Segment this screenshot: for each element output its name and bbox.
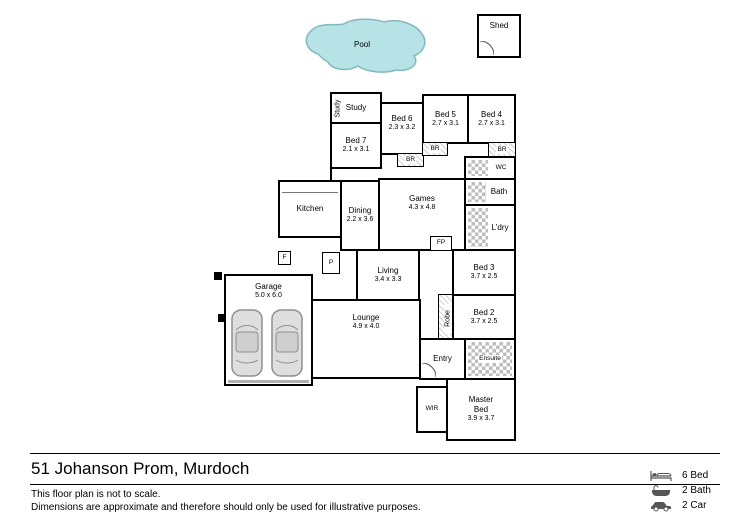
door-arc-icon [422,363,436,377]
robe-br-bed5: BR [422,142,448,156]
car-topview-icon [231,309,263,377]
room-dims: 3.7 x 2.5 [470,273,498,281]
laundry-tiles [468,208,488,247]
wc-tiles [468,160,488,176]
divider-top [30,453,720,454]
room-name: Bath [490,187,508,196]
room-kitchen: Kitchen [278,180,342,238]
fireplace-label: FP [436,239,446,247]
room-bed3: Bed 3 3.7 x 2.5 [452,249,516,296]
room-bed4: Bed 4 2.7 x 3.1 [467,94,516,144]
robe-label: BR [404,155,417,165]
room-dims: 2.7 x 3.1 [478,119,505,127]
pantry: P [322,252,340,274]
fridge-label: F [282,253,287,261]
car-topview-icon [271,309,303,377]
room-dims: 3.4 x 3.3 [374,275,402,283]
room-name: Bed 4 [481,109,502,119]
room-dims: 5.0 x 6.0 [255,292,282,299]
page-title: 51 Johanson Prom, Murdoch [31,459,250,478]
shed: Shed [477,14,521,58]
room-wc: WC [464,156,516,180]
room-entry: Entry [419,338,466,380]
room-name: Bed 7 [345,136,367,146]
room-garage: Garage 5.0 x 6.0 [224,274,313,386]
room-dims: 2.7 x 3.1 [432,119,459,127]
room-lounge: Lounge 4.9 x 4.0 [311,299,421,379]
wall-segment [330,167,332,182]
summary-beds: 6 Bed [650,470,711,481]
room-dims: 2.1 x 3.1 [342,146,370,154]
kitchen-bench [282,184,338,193]
summary-cars: 2 Car [650,500,711,511]
bath-icon [650,484,672,497]
robe-br-bed4: BR [488,142,516,158]
robe-br-bed6: BR [397,153,424,167]
room-dims: 4.9 x 4.0 [352,323,380,330]
room-name: Lounge [352,313,380,322]
room-dims: 2.2 x 3.6 [346,216,374,224]
room-name: Bed 3 [473,263,495,273]
room-bed2: Bed 2 3.7 x 2.5 [452,294,516,341]
room-games: Games 4.3 x 4.8 [378,178,466,251]
room-dims: 3.9 x 3.7 [467,415,495,423]
door-arc-icon [480,41,494,55]
pergola-post [214,272,222,280]
room-name: L'dry [491,222,509,232]
car-icon [650,500,672,512]
room-name: WC [495,163,507,171]
pergola-post [218,314,226,322]
bath-tiles [468,182,486,202]
room-dining: Dining 2.2 x 3.6 [340,180,380,251]
room-name: Master Bed [468,395,494,415]
room-name: Entry [433,354,452,363]
disclaimer-line1: This floor plan is not to scale. [31,489,161,500]
room-bath: Bath [464,178,516,206]
room-living: Living 3.4 x 3.3 [356,249,420,301]
room-bed7: Bed 7 2.1 x 3.1 [330,122,382,169]
pool: Pool [288,14,436,78]
robe-label: BR [429,144,441,154]
pool-shape [305,18,426,73]
pantry-label: P [328,258,334,266]
fireplace: FP [430,236,452,251]
room-name: Living [377,265,399,275]
pool-label: Pool [353,40,370,49]
room-study: Study Study [330,92,382,124]
room-name: Garage [255,282,282,291]
room-name: Bed 6 [391,114,413,124]
room-wir: WIR [416,386,448,433]
room-name: Bed 5 [435,109,456,119]
shed-label: Shed [489,21,509,30]
fridge: F [278,251,291,265]
room-dims: 4.3 x 4.8 [408,204,436,211]
cars-count: 2 Car [682,500,707,511]
room-name: Study [345,103,367,112]
room-name: Ensuite [478,354,502,364]
room-name: Bed 2 [473,308,495,318]
room-dims: 3.7 x 2.5 [470,318,498,326]
bed-icon [650,470,672,482]
room-dims: 2.3 x 3.2 [388,124,416,132]
room-bed6: Bed 6 2.3 x 3.2 [380,102,424,155]
room-name: WIR [425,405,439,413]
garage-door [228,380,309,383]
summary-baths: 2 Bath [650,484,711,497]
room-name: Dining [348,206,372,216]
room-master-bed: Master Bed 3.9 x 3.7 [446,378,516,441]
robe-label: Robe [444,303,452,334]
baths-count: 2 Bath [682,485,711,496]
disclaimer-line2: Dimensions are approximate and therefore… [31,502,421,513]
divider-bottom [30,484,720,485]
room-laundry: L'dry [464,204,516,251]
robe-label: BR [496,145,508,155]
room-name: Kitchen [296,204,324,213]
beds-count: 6 Bed [682,470,709,481]
room-bed5: Bed 5 2.7 x 3.1 [422,94,469,144]
room-name: Games [409,194,435,203]
property-summary: 6 Bed 2 Bath 2 Car [650,470,711,511]
room-ensuite: Ensuite [464,338,516,380]
